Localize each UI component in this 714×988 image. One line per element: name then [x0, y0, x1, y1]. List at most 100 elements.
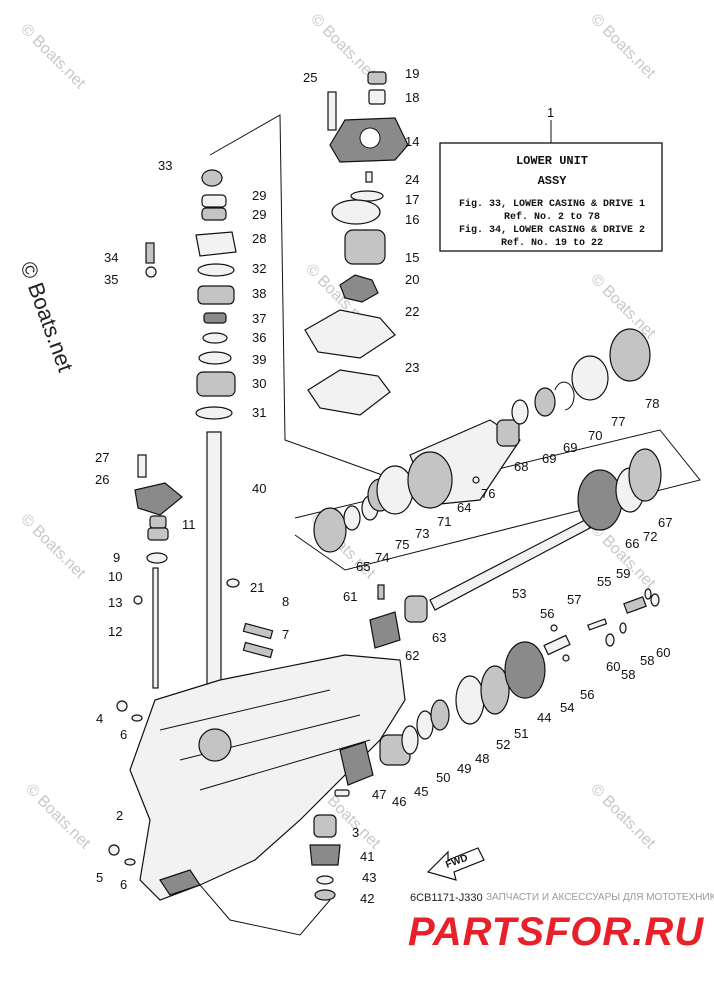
part-60a [605, 633, 615, 647]
watermark-text: © Boats.net [17, 511, 89, 583]
part-10-oring [146, 552, 168, 564]
part-34-bolt [145, 242, 155, 264]
callout: 10 [108, 569, 122, 584]
info-box: 1 LOWER UNIT ASSY Fig. 33, LOWER CASING … [439, 105, 663, 252]
part-62-clutch [369, 611, 401, 649]
callout: 60 [606, 659, 620, 674]
part-68-bearing [496, 419, 520, 447]
info-box-line3: Fig. 34, LOWER CASING & DRIVE 2 [459, 224, 645, 236]
callout: 29 [252, 188, 266, 203]
callout: 45 [414, 784, 428, 799]
info-box-line1: Fig. 33, LOWER CASING & DRIVE 1 [459, 198, 645, 210]
part-24 [365, 171, 373, 183]
fwd-arrow: FWD [426, 847, 485, 881]
gear-case [108, 654, 406, 936]
part-67-bearing [628, 448, 662, 502]
callout: 15 [405, 250, 419, 265]
callout: 7 [282, 627, 289, 642]
callout: 5 [96, 870, 103, 885]
part-18 [368, 89, 386, 105]
callout: 8 [282, 594, 289, 609]
callout: 51 [514, 726, 528, 741]
watermark-text: © Boats.net [587, 781, 659, 853]
part-65-bearing [313, 507, 347, 553]
callout: 17 [405, 192, 419, 207]
callout: 74 [375, 550, 389, 565]
callout: 25 [303, 70, 317, 85]
part-77 [571, 355, 609, 401]
part-36 [202, 332, 228, 344]
callout: 37 [252, 311, 266, 326]
brand-logo: PARTSFOR.RU [408, 910, 704, 954]
part-28-retainer [195, 231, 237, 257]
part-21-clip [226, 578, 240, 588]
part-40-driveshaft [206, 431, 222, 698]
callout: 53 [512, 586, 526, 601]
callout: 35 [104, 272, 118, 287]
part-23-gasket [307, 369, 391, 416]
callout: 71 [437, 514, 451, 529]
callout: 56 [540, 606, 554, 621]
callout: 21 [250, 580, 264, 595]
part-15-insert [344, 229, 386, 265]
pinion-parts [309, 734, 411, 901]
part-76 [472, 476, 480, 484]
callout: 28 [252, 231, 266, 246]
part-29a [201, 194, 227, 208]
callout: 63 [432, 630, 446, 645]
part-29b [201, 207, 227, 221]
info-box-line4: Ref. No. 19 to 22 [501, 237, 603, 249]
callout: 43 [362, 870, 376, 885]
part-5-bolt [108, 844, 120, 856]
callout: 41 [360, 849, 374, 864]
callout: 27 [95, 450, 109, 465]
part-56b [562, 654, 570, 662]
callout: 69 [563, 440, 577, 455]
part-51-bearing [480, 665, 510, 715]
callout: 56 [580, 687, 594, 702]
callout: 60 [656, 645, 670, 660]
part-57 [587, 618, 608, 631]
part-42 [314, 889, 336, 901]
part-32-oring [197, 263, 235, 277]
callout: 29 [252, 207, 266, 222]
part-12-shift-rod [152, 567, 159, 689]
part-66-gear [577, 469, 623, 531]
part-44-gear [504, 641, 546, 699]
callout: 58 [621, 667, 635, 682]
part-46 [339, 741, 374, 786]
side-watermark: © Boats.net [15, 258, 78, 375]
callout: 67 [658, 515, 672, 530]
callout: 34 [104, 250, 118, 265]
callout: 76 [481, 486, 495, 501]
part-27-bolt [137, 454, 147, 478]
info-box-title: LOWER UNIT [516, 154, 588, 168]
part-19 [367, 71, 387, 85]
part-9 [147, 527, 169, 541]
watermark-text: © Boats.net [22, 781, 94, 853]
part-61 [377, 584, 385, 600]
part-50 [401, 725, 419, 755]
part-69a [511, 399, 529, 425]
part-6-washer-top [131, 714, 143, 722]
part-2-lower-casing [129, 654, 406, 901]
callout: 6 [120, 877, 127, 892]
callout: 48 [475, 751, 489, 766]
callout: 16 [405, 212, 419, 227]
callout: 36 [252, 330, 266, 345]
callout: 31 [252, 405, 266, 420]
part-7 [242, 641, 274, 659]
part-59 [644, 588, 652, 600]
drawing-code: 6CB1171-J330 [410, 892, 483, 904]
callout: 3 [352, 825, 359, 840]
info-box-subtitle: ASSY [538, 174, 568, 188]
water-pump-parts [304, 71, 409, 416]
part-53-propeller-shaft [429, 519, 591, 611]
shift-parts [133, 454, 274, 689]
callout: 30 [252, 376, 266, 391]
callout: 6 [120, 727, 127, 742]
callout: 57 [567, 592, 581, 607]
callout: 66 [625, 536, 639, 551]
callout: 72 [643, 529, 657, 544]
part-16-gasket [331, 199, 381, 225]
